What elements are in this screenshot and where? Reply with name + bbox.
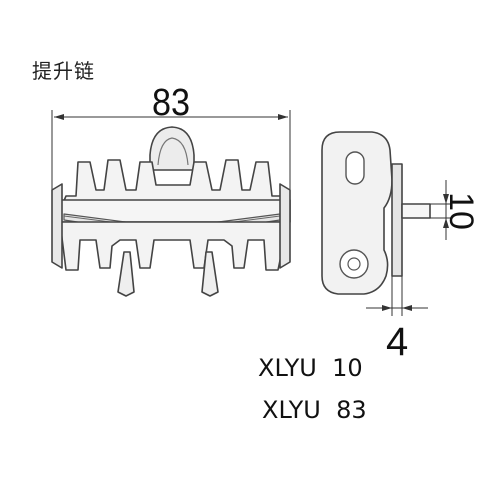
arrow-10-bottom bbox=[443, 218, 449, 228]
lower-hook-right bbox=[201, 251, 219, 297]
side-plate bbox=[321, 131, 393, 295]
arrow-right bbox=[278, 114, 288, 120]
top-teeth bbox=[59, 159, 289, 211]
dimension-label-4: 4 bbox=[386, 320, 409, 364]
dimension-label-10: 10 bbox=[442, 192, 480, 230]
chain-side-view bbox=[321, 131, 431, 295]
arrow-4-right bbox=[402, 305, 412, 311]
top-slot bbox=[345, 151, 365, 185]
thin-plate bbox=[391, 163, 403, 277]
left-end-cap bbox=[51, 183, 63, 269]
lower-hook-left bbox=[117, 251, 135, 297]
model-label-main: XLYU 83 bbox=[262, 396, 367, 424]
arrow-4-left bbox=[382, 305, 392, 311]
dimension-label-83: 83 bbox=[152, 82, 191, 124]
pin bbox=[401, 203, 431, 219]
top-roller bbox=[149, 126, 195, 171]
product-title: 提升链 bbox=[32, 59, 95, 83]
model-label-partial: XLYU 10 bbox=[258, 354, 363, 378]
bottom-teeth bbox=[59, 221, 289, 271]
dimension-4-lines bbox=[366, 276, 428, 316]
arrow-10-top bbox=[443, 194, 449, 204]
arrow-left bbox=[54, 114, 64, 120]
dimension-10-lines bbox=[430, 180, 452, 240]
bottom-hole-inner bbox=[347, 257, 361, 271]
right-end-cap bbox=[279, 183, 291, 269]
chain-front-view bbox=[51, 126, 291, 297]
model-label-partial-clip: XLYU 10 bbox=[258, 340, 418, 378]
